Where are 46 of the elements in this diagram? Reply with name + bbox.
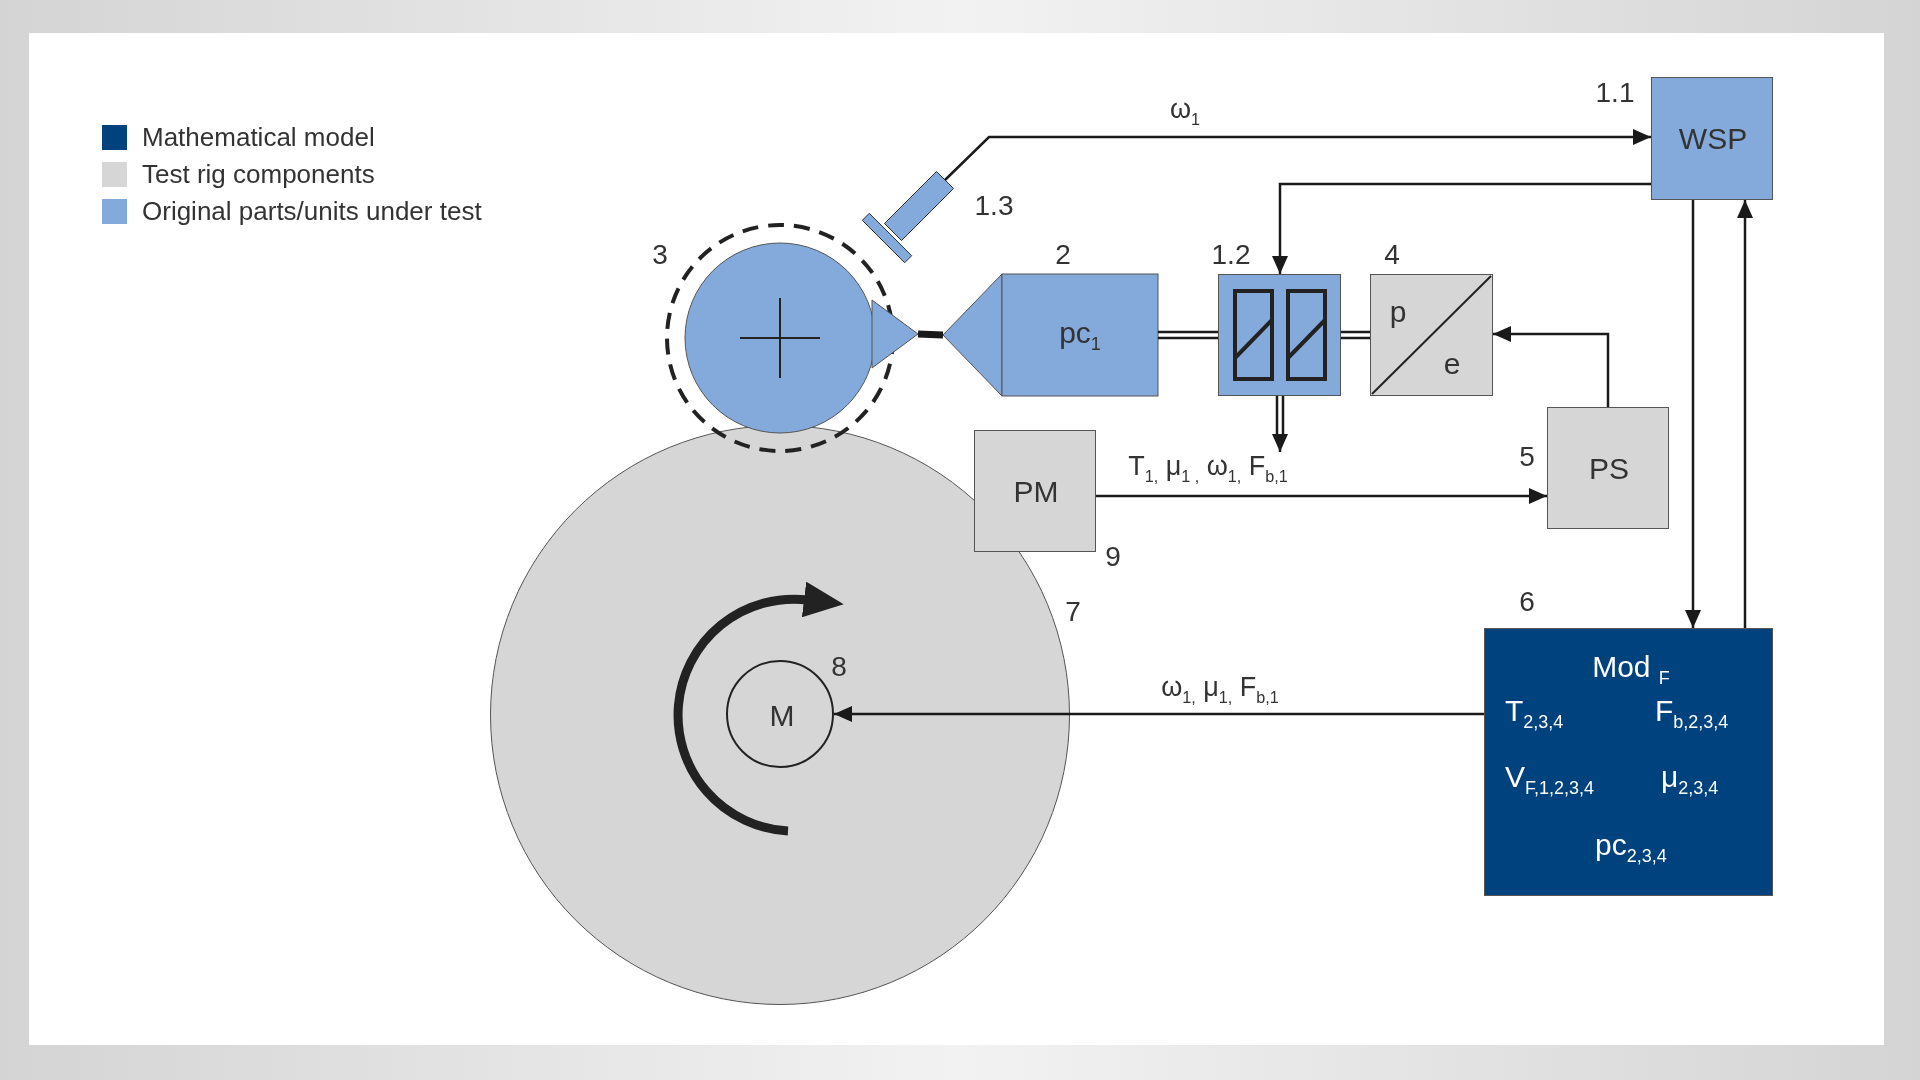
pm-box <box>974 430 1096 552</box>
node-label: PS <box>1589 454 1629 484</box>
callout-number: 8 <box>831 653 847 681</box>
callout-number: 9 <box>1105 543 1121 571</box>
legend-label: Mathematical model <box>142 122 375 153</box>
arrow <box>1737 200 1753 628</box>
callout-number: 5 <box>1519 443 1535 471</box>
legend-label: Test rig components <box>142 159 375 190</box>
variable-label: F$_{b,2,3,4}$ <box>1655 695 1729 731</box>
line <box>1339 330 1372 340</box>
node-label: pc$_{1}$ <box>1059 317 1101 353</box>
model-box <box>1484 628 1773 896</box>
callout-number: 1.3 <box>974 192 1014 220</box>
variable-label: pc$_{2,3,4}$ <box>1595 829 1667 865</box>
model-title: Mod $_{F}$ <box>1592 651 1670 687</box>
motor-circle <box>726 660 834 768</box>
converter-box <box>1370 274 1493 396</box>
callout-number: 3 <box>652 241 668 269</box>
wsp-box <box>1651 77 1773 200</box>
legend-label: Original parts/units under test <box>142 196 482 227</box>
arrow <box>1493 326 1610 407</box>
arrow <box>1685 200 1701 628</box>
ps-box <box>1547 407 1669 529</box>
connecting-rod <box>917 330 944 339</box>
brake-caliper <box>943 274 1158 396</box>
callout-number: 4 <box>1384 241 1400 269</box>
callout-number: 1.1 <box>1595 79 1635 107</box>
line <box>1156 330 1220 340</box>
valve-box <box>1218 274 1341 396</box>
arrow <box>1096 488 1547 504</box>
callout-number: 6 <box>1519 588 1535 616</box>
node-label: PM <box>1013 477 1059 507</box>
arrow <box>944 129 1651 181</box>
arrow <box>1272 182 1651 274</box>
node-label: WSP <box>1678 124 1748 154</box>
callout-number: 1.2 <box>1211 241 1251 269</box>
variable-label: μ$_{2,3,4}$ <box>1661 761 1719 797</box>
arrow <box>1272 394 1288 454</box>
node-label: M <box>769 701 795 731</box>
node-label: p <box>1389 297 1407 327</box>
callout-number: 2 <box>1055 241 1071 269</box>
arrow <box>834 706 1484 722</box>
callout-number: 7 <box>1065 598 1081 626</box>
variable-label: T$_{2,3,4}$ <box>1505 695 1564 731</box>
node-label: e <box>1443 349 1461 379</box>
variable-label: V$_{F,1,2,3,4}$ <box>1505 761 1595 797</box>
